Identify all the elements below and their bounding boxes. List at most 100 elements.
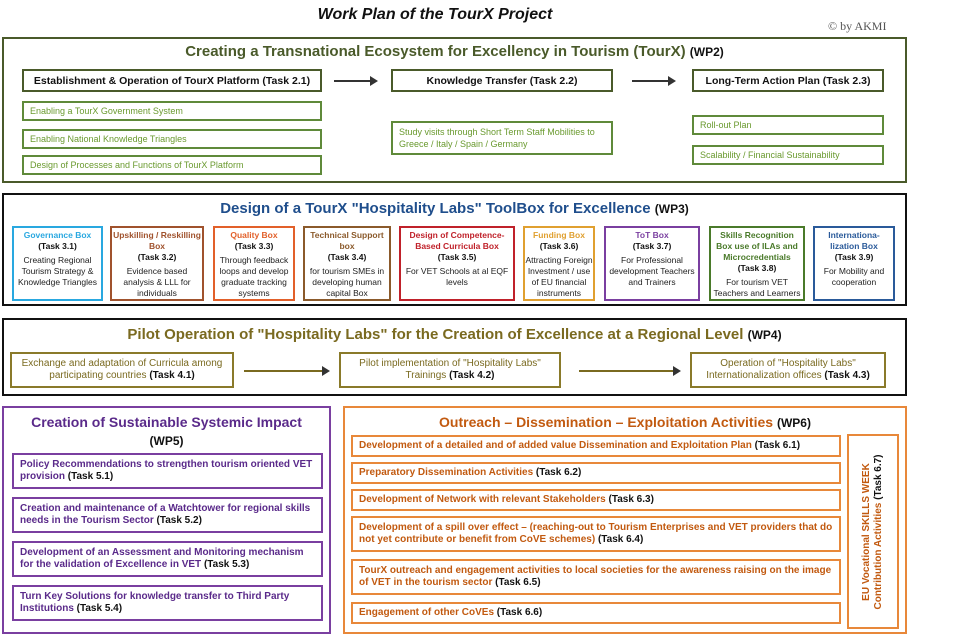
task-5-1-box[interactable]: Policy Recommendations to strengthen tou… (12, 453, 323, 489)
wp4-header: Pilot Operation of "Hospitality Labs" fo… (4, 326, 905, 343)
toolbox-box-task: (Task 3.6) (539, 241, 579, 251)
wp5-title: Creation of Sustainable Systemic Impact (31, 414, 302, 430)
task-4-1-label: Exchange and adaptation of Curricula amo… (21, 358, 223, 381)
task-6-6-box[interactable]: Engagement of other CoVEs (Task 6.6) (351, 602, 841, 624)
wp3-header: Design of a TourX "Hospitality Labs" Too… (4, 200, 905, 217)
task-4-3-id: (Task 4.3) (824, 370, 870, 381)
wp4-title: Pilot Operation of "Hospitality Labs" fo… (127, 326, 744, 343)
toolbox-box-head: ToT Box (635, 230, 669, 240)
task-6-2-box[interactable]: Preparatory Dissemination Activities (Ta… (351, 462, 841, 484)
task-6-6-id: (Task 6.6) (496, 607, 543, 618)
toolbox-box-3-7[interactable]: ToT Box(Task 3.7)For Professional develo… (604, 226, 700, 301)
task-5-4-box[interactable]: Turn Key Solutions for knowledge transfe… (12, 585, 323, 621)
toolbox-box-head: Internationa-lization Box (828, 230, 880, 251)
toolbox-box-head: Skills Recognition Box use of ILAs and M… (716, 230, 798, 262)
toolbox-box-desc: for tourism SMEs in developing human cap… (309, 266, 385, 298)
task-2-3-sub-2[interactable]: Scalability / Financial Sustainability (692, 145, 884, 165)
toolbox-box-3-5[interactable]: Design of Competence-Based Curricula Box… (399, 226, 515, 301)
wp5-tag: (WP5) (149, 434, 184, 448)
task-6-4-label: Development of a spill over effect – (re… (359, 522, 833, 545)
task-2-3-id: (Task 2.3) (822, 74, 871, 87)
toolbox-box-3-8[interactable]: Skills Recognition Box use of ILAs and M… (709, 226, 805, 301)
task-2-1-label: Establishment & Operation of TourX Platf… (33, 74, 260, 87)
wp3-title: Design of a TourX "Hospitality Labs" Too… (220, 200, 651, 217)
task-5-2-id: (Task 5.2) (156, 515, 202, 526)
toolbox-box-task: (Task 3.3) (234, 241, 274, 251)
task-6-7-id: (Task 6.7) (873, 453, 884, 500)
task-2-1-sub-3[interactable]: Design of Processes and Functions of Tou… (22, 155, 322, 175)
arrow-2-2-to-2-3 (632, 76, 676, 86)
toolbox-box-task: (Task 3.5) (437, 252, 477, 262)
task-6-7-box[interactable]: EU Vocational SKILLS WEEK Contribution A… (847, 434, 899, 629)
toolbox-box-head: Design of Competence-Based Curricula Box (409, 230, 505, 251)
toolbox-box-task: (Task 3.9) (834, 252, 874, 262)
arrow-2-1-to-2-2 (334, 76, 378, 86)
wp2-title: Creating a Transnational Ecosystem for E… (185, 43, 686, 60)
toolbox-box-3-3[interactable]: Quality Box(Task 3.3) Through feedback lo… (213, 226, 295, 301)
wp5-panel: Creation of Sustainable Systemic Impact … (2, 406, 331, 634)
arrow-4-1-to-4-2 (244, 366, 330, 376)
task-6-3-box[interactable]: Development of Network with relevant Sta… (351, 489, 841, 511)
task-6-1-label: Development of a detailed and of added v… (359, 440, 752, 451)
task-2-1-id: (Task 2.1) (262, 74, 311, 87)
task-4-1-id: (Task 4.1) (149, 370, 195, 381)
task-6-3-id: (Task 6.3) (608, 494, 654, 505)
task-4-3-box[interactable]: Operation of "Hospitality Labs" Internat… (690, 352, 886, 388)
task-5-2-box[interactable]: Creation and maintenance of a Watchtower… (12, 497, 323, 533)
task-2-3-box[interactable]: Long-Term Action Plan (Task 2.3) (692, 69, 884, 92)
toolbox-box-head: Quality Box (230, 230, 278, 240)
task-6-6-label: Engagement of other CoVEs (359, 607, 495, 618)
task-2-2-id: (Task 2.2) (529, 74, 578, 87)
task-5-1-label: Policy Recommendations to strengthen tou… (20, 459, 313, 482)
task-6-2-id: (Task 6.2) (535, 467, 582, 478)
wp2-tag: (WP2) (689, 45, 724, 59)
wp3-tag: (WP3) (654, 202, 689, 216)
task-6-2-label: Preparatory Dissemination Activities (359, 467, 534, 478)
task-6-3-label: Development of Network with relevant Sta… (359, 494, 606, 505)
toolbox-box-desc: Evidence based analysis & LLL for indivi… (123, 266, 191, 298)
task-6-4-id: (Task 6.4) (597, 534, 644, 545)
task-5-4-label: Turn Key Solutions for knowledge transfe… (20, 591, 290, 614)
task-2-1-sub-1[interactable]: Enabling a TourX Government System (22, 101, 322, 121)
task-2-3-sub-1[interactable]: Roll-out Plan (692, 115, 884, 135)
toolbox-box-desc: Creating Regional Tourism Strategy & Kno… (18, 255, 97, 287)
task-5-1-id: (Task 5.1) (67, 471, 114, 482)
task-2-1-sub-2[interactable]: Enabling National Knowledge Triangles (22, 129, 322, 149)
toolbox-box-head: Funding Box (533, 230, 585, 240)
task-4-2-id: (Task 4.2) (449, 370, 495, 381)
wp2-header: Creating a Transnational Ecosystem for E… (4, 43, 905, 60)
toolbox-box-desc: For Professional development Teachers an… (609, 255, 695, 287)
toolbox-box-3-4[interactable]: Technical Support box(Task 3.4)for touri… (303, 226, 391, 301)
task-6-1-id: (Task 6.1) (754, 440, 801, 451)
toolbox-box-desc: Through feedback loops and develop gradu… (219, 255, 289, 298)
task-6-4-box[interactable]: Development of a spill over effect – (re… (351, 516, 841, 552)
task-4-1-box[interactable]: Exchange and adaptation of Curricula amo… (10, 352, 234, 388)
task-4-2-label: Pilot implementation of "Hospitality Lab… (359, 358, 541, 381)
toolbox-box-task: (Task 3.4) (327, 252, 367, 262)
toolbox-box-task: (Task 3.2) (137, 252, 177, 262)
task-5-3-box[interactable]: Development of an Assessment and Monitor… (12, 541, 323, 577)
task-6-1-box[interactable]: Development of a detailed and of added v… (351, 435, 841, 457)
task-5-2-label: Creation and maintenance of a Watchtower… (20, 503, 311, 526)
task-6-5-box[interactable]: TourX outreach and engagement activities… (351, 559, 841, 595)
task-4-2-box[interactable]: Pilot implementation of "Hospitality Lab… (339, 352, 561, 388)
wp6-tag: (WP6) (776, 416, 811, 430)
toolbox-box-3-9[interactable]: Internationa-lization Box(Task 3.9)For M… (813, 226, 895, 301)
task-2-2-box[interactable]: Knowledge Transfer (Task 2.2) (391, 69, 613, 92)
task-6-5-id: (Task 6.5) (495, 577, 541, 588)
wp6-panel: Outreach – Dissemination – Exploitation … (343, 406, 907, 634)
task-2-1-box[interactable]: Establishment & Operation of TourX Platf… (22, 69, 322, 92)
task-6-5-label: TourX outreach and engagement activities… (359, 565, 832, 588)
toolbox-box-task: (Task 3.1) (38, 241, 77, 251)
task-2-2-label: Knowledge Transfer (426, 74, 527, 87)
wp2-panel: Creating a Transnational Ecosystem for E… (2, 37, 907, 183)
toolbox-box-desc: For tourism VET Teachers and Learners (713, 277, 801, 298)
task-5-3-label: Development of an Assessment and Monitor… (20, 547, 304, 570)
wp3-panel: Design of a TourX "Hospitality Labs" Too… (2, 193, 907, 306)
task-4-3-label: Operation of "Hospitality Labs" Internat… (706, 358, 856, 381)
toolbox-box-task: (Task 3.8) (737, 263, 777, 273)
toolbox-box-3-2[interactable]: Upskilling / Reskilling Box(Task 3.2)Evi… (110, 226, 204, 301)
toolbox-box-3-1[interactable]: Governance Box(Task 3.1)Creating Regiona… (12, 226, 103, 301)
task-2-2-sub[interactable]: Study visits through Short Term Staff Mo… (391, 121, 613, 155)
toolbox-box-3-6[interactable]: Funding Box(Task 3.6)Attracting Foreign … (523, 226, 595, 301)
